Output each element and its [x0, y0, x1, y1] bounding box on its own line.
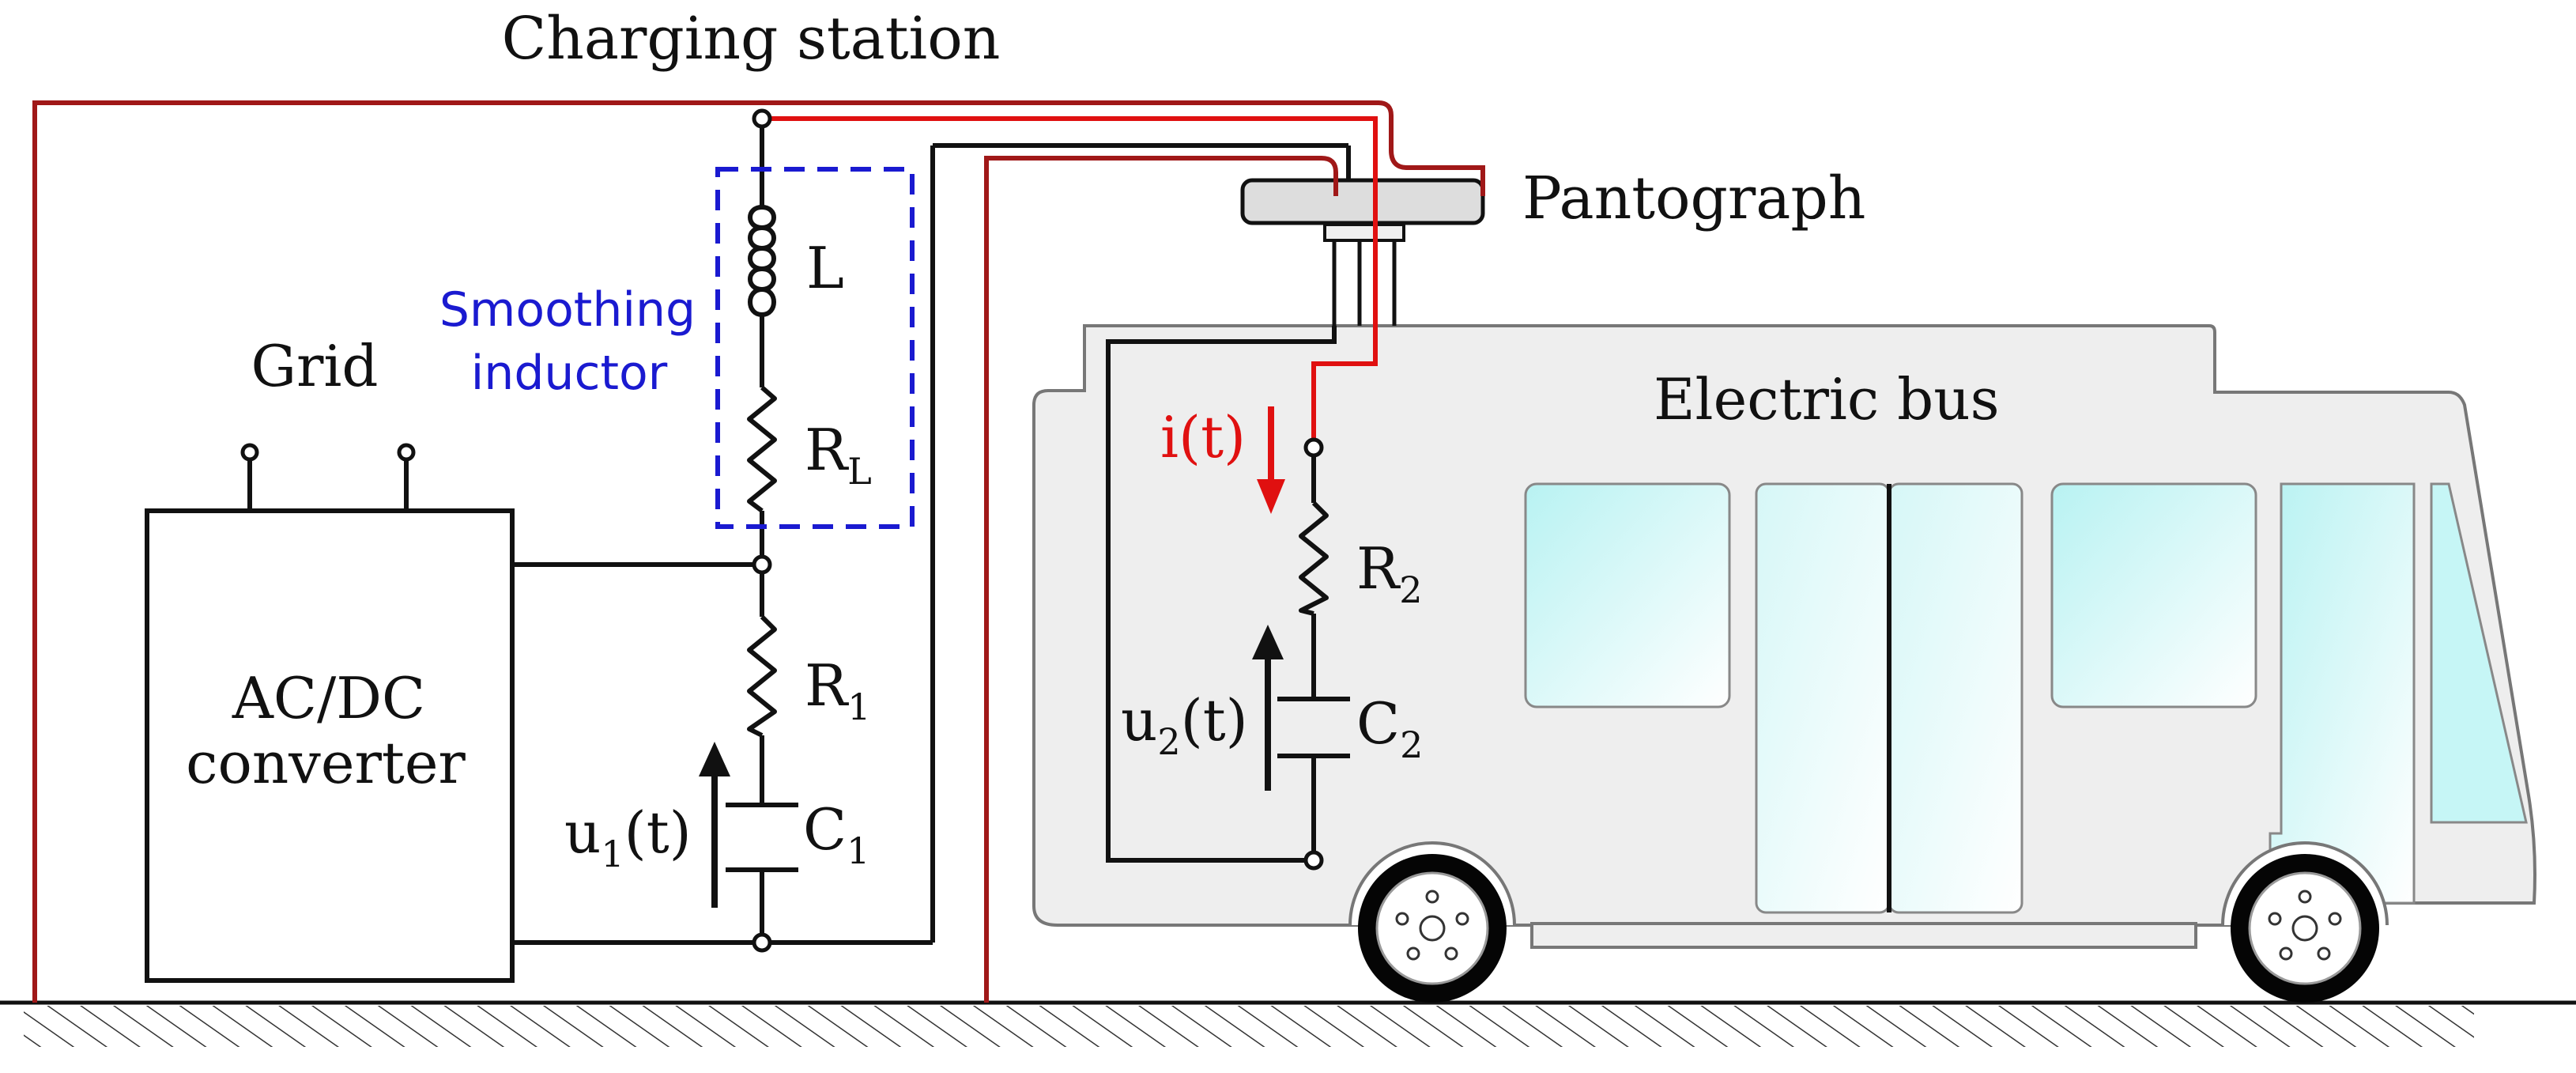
inductor-L	[748, 205, 776, 318]
wheel-rear	[1348, 841, 1516, 1003]
label-R1: R1	[805, 652, 871, 728]
label-smoothing-line2: inductor	[471, 346, 668, 401]
circuit-wires	[247, 119, 1351, 945]
ac-dc-converter-box	[145, 508, 515, 983]
pantograph	[1240, 178, 1485, 326]
label-u2: u2(t)	[1121, 687, 1248, 763]
label-RL: RL	[805, 417, 872, 493]
label-smoothing-line1: Smoothing	[439, 282, 696, 338]
grid-terminals	[240, 443, 416, 462]
u1-arrow	[699, 742, 730, 908]
label-current: i(t)	[1160, 404, 1246, 470]
capacitor-C1	[726, 803, 798, 872]
smoothing-inductor-box	[715, 167, 915, 529]
circuit-nodes	[752, 108, 1324, 953]
resistor-RL	[747, 385, 777, 513]
wheel-front	[2221, 841, 2389, 1003]
label-electric-bus: Electric bus	[1654, 366, 2000, 433]
label-u1: u1(t)	[564, 799, 692, 875]
current-arrow	[1257, 406, 1285, 514]
door-right	[1888, 482, 2023, 914]
window	[1524, 482, 1731, 708]
label-pantograph: Pantograph	[1522, 164, 1865, 232]
bus-skirt	[1530, 922, 2197, 949]
return-wires	[32, 100, 1485, 1003]
label-C2: C2	[1356, 690, 1423, 766]
front-door	[2269, 482, 2416, 905]
label-converter-line2: converter	[186, 730, 466, 796]
u2-arrow	[1252, 625, 1284, 791]
electric-bus	[1032, 324, 2536, 1003]
resistor-R1	[747, 614, 777, 738]
capacitor-C2	[1277, 697, 1350, 758]
windshield	[2430, 482, 2528, 824]
title-charging-station: Charging station	[502, 5, 1001, 73]
label-C1: C1	[803, 796, 869, 872]
label-inductor-L: L	[806, 235, 844, 301]
window	[2050, 482, 2257, 708]
door-left	[1755, 482, 1891, 914]
ground	[0, 1000, 2576, 1047]
resistor-R2	[1299, 501, 1329, 616]
label-converter-line1: AC/DC	[232, 665, 425, 731]
label-R2: R2	[1356, 535, 1423, 611]
positive-wire	[762, 116, 1378, 448]
label-grid: Grid	[251, 333, 378, 399]
